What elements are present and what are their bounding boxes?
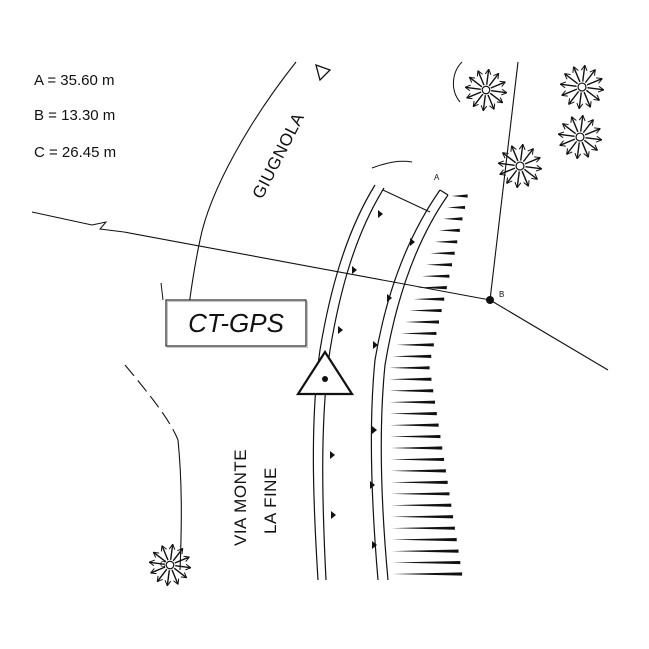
- tree-symbol-icon: [557, 114, 603, 160]
- hatch-tick: [392, 354, 432, 358]
- point-a-label: A: [434, 173, 440, 182]
- triangle-survey-marker-icon: [295, 349, 355, 396]
- hatch-tick: [413, 297, 445, 301]
- hatch-tick: [391, 503, 452, 507]
- hatch-tick: [390, 434, 441, 439]
- giugnola-road-edge: [187, 61, 297, 313]
- hatch-tick: [396, 343, 434, 347]
- point-b-marker: [486, 296, 494, 304]
- hatch-tick: [405, 320, 440, 324]
- road-tick-icon: [373, 341, 378, 349]
- dashed-track: [124, 364, 179, 441]
- hatch-tick: [434, 240, 458, 244]
- hatch-tick: [390, 492, 450, 496]
- hatch-tick: [438, 228, 460, 232]
- road-tick-icon: [370, 481, 375, 489]
- road-edge-curve: [371, 160, 413, 169]
- road-tick-icon: [410, 238, 415, 246]
- road-name-giugnola: GIUGNOLA: [249, 110, 309, 202]
- tree-symbol-icon: [148, 543, 192, 587]
- hatch-tick: [389, 366, 430, 370]
- survey-line: [123, 231, 491, 301]
- hatch-tick: [447, 205, 466, 210]
- tree-symbol-icon: [464, 68, 508, 112]
- hatch-tick: [391, 549, 459, 553]
- road-name-via-monte: VIA MONTE: [231, 449, 250, 546]
- bush-outline: [453, 61, 463, 103]
- hatch-tick: [421, 274, 450, 278]
- hatch-tick: [389, 389, 434, 393]
- hatch-tick: [390, 469, 446, 473]
- station-label: CT-GPS: [188, 308, 284, 338]
- hatch-tick: [391, 526, 455, 530]
- hatch-tick: [391, 560, 461, 565]
- station-label-box: CT-GPS: [165, 299, 308, 348]
- hatch-tick: [390, 480, 448, 484]
- measurement-b: B = 13.30 m: [34, 107, 115, 124]
- measurement-c: C = 26.45 m: [34, 144, 116, 161]
- hatch-tick: [391, 538, 457, 542]
- measurement-legend: A = 35.60 m B = 13.30 m C = 26.45 m: [34, 72, 116, 161]
- road-tick-icon: [387, 294, 392, 302]
- survey-line-extension: [489, 299, 609, 371]
- hatch-tick: [451, 194, 468, 198]
- hatch-tick: [417, 286, 447, 290]
- hatch-tick: [443, 217, 463, 221]
- hatch-tick: [392, 572, 463, 576]
- hatch-tick: [391, 515, 454, 519]
- hatch-tick: [389, 412, 437, 416]
- hatch-tick: [400, 331, 437, 336]
- road-tick-icon: [372, 541, 377, 549]
- tree-symbols: [148, 64, 605, 587]
- measurement-a: A = 35.60 m: [34, 72, 114, 89]
- hatch-tick: [430, 251, 455, 255]
- road-tick-icon: [372, 426, 377, 434]
- hatch-tick: [409, 308, 442, 313]
- tree-symbol-icon: [559, 64, 605, 110]
- tree-symbol-icon: [497, 143, 543, 189]
- road-tick-icon: [330, 451, 335, 459]
- boundary-line-b: [489, 61, 519, 301]
- hatch-tick: [389, 400, 436, 404]
- hatch-tick: [389, 423, 439, 427]
- embankment-hatching: [389, 194, 468, 576]
- track-line: [177, 439, 182, 571]
- point-b-label: B: [499, 290, 504, 299]
- hatch-tick: [389, 377, 432, 381]
- measurement-line-a: [382, 189, 431, 213]
- hatch-tick: [390, 457, 445, 462]
- hatch-tick: [426, 263, 453, 267]
- hatch-tick: [390, 446, 443, 450]
- direction-triangle-icon: [315, 63, 332, 82]
- road-name-la-fine: LA FINE: [261, 467, 280, 534]
- road-tick-icon: [352, 266, 357, 274]
- road-tick-icon: [331, 511, 336, 519]
- road-tick-icon: [338, 326, 343, 334]
- power-line-left: [31, 211, 125, 233]
- road-tick-icon: [378, 210, 383, 218]
- road-edge-ticks: [330, 210, 415, 549]
- small-mark: [160, 282, 164, 301]
